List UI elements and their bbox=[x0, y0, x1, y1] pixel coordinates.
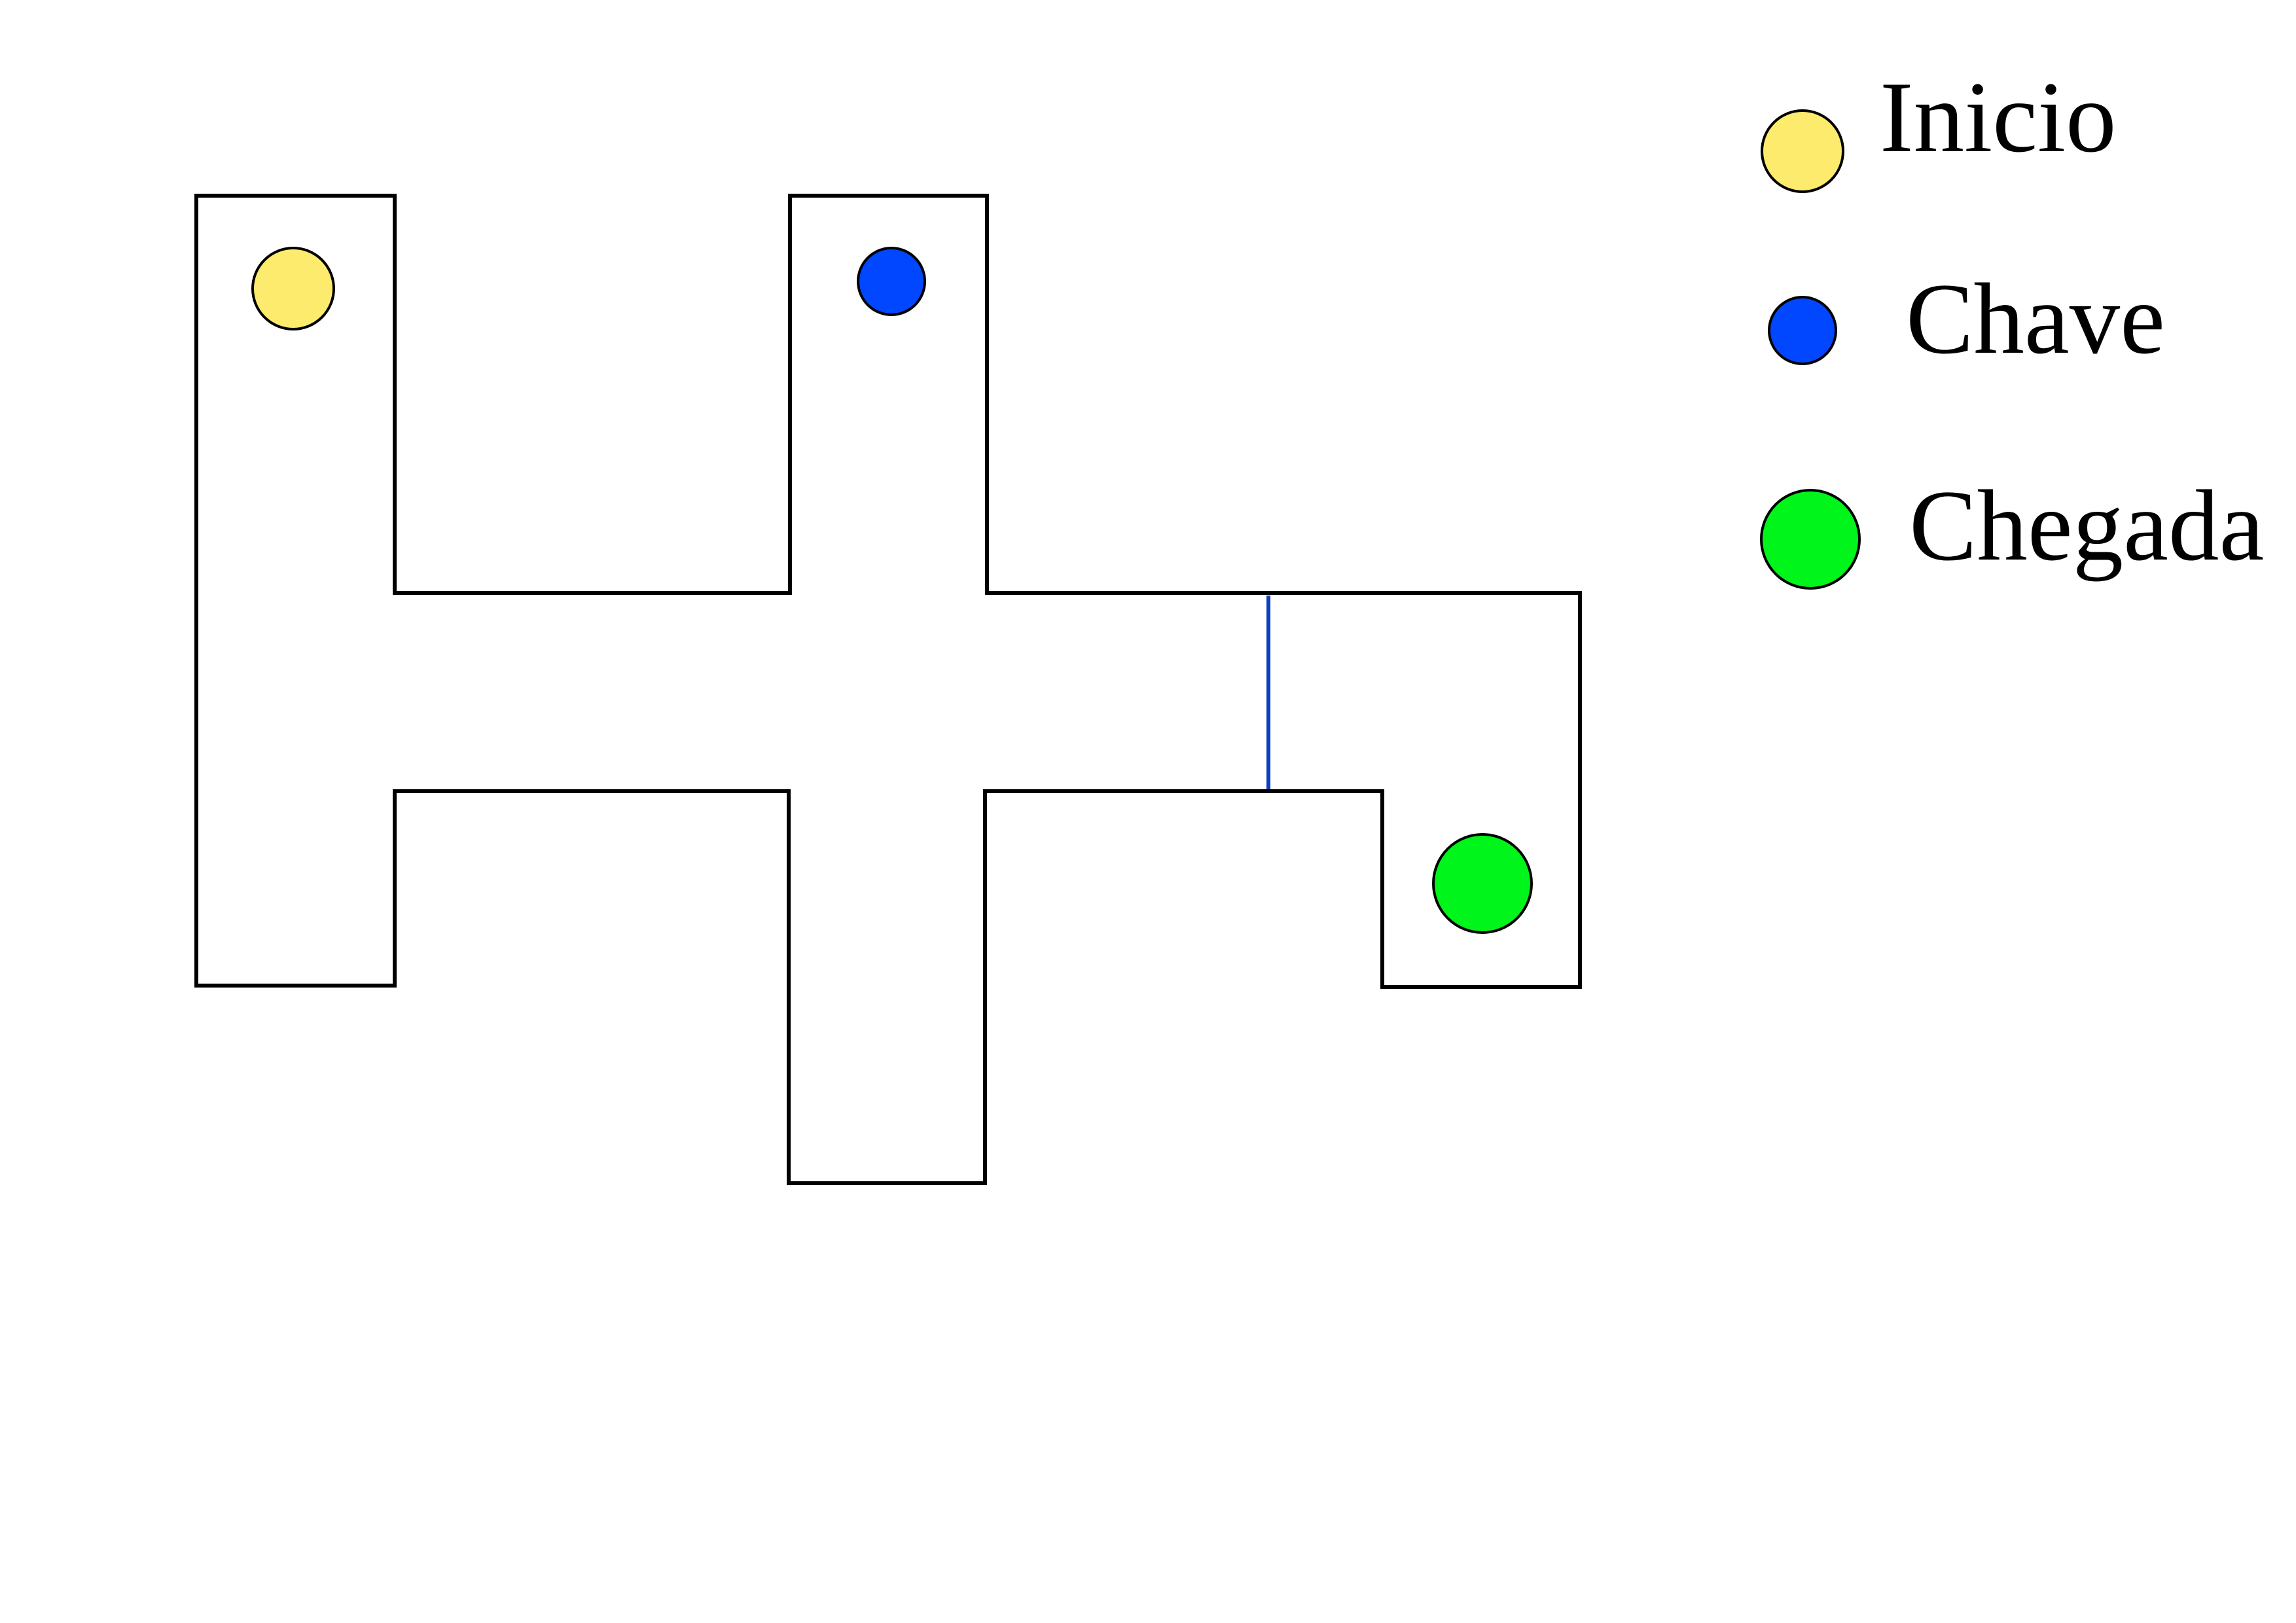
legend-key-label: Chave bbox=[1906, 262, 2165, 375]
legend: Inicio Chave Chegada bbox=[1760, 61, 2264, 590]
maze-outline bbox=[194, 194, 1582, 1185]
legend-item-key: Chave bbox=[1768, 262, 2165, 375]
legend-start-swatch bbox=[1761, 109, 1844, 193]
legend-item-start: Inicio bbox=[1761, 61, 2117, 193]
legend-key-swatch bbox=[1768, 296, 1837, 365]
finish-marker bbox=[1432, 833, 1533, 934]
legend-item-finish: Chegada bbox=[1760, 469, 2264, 590]
legend-finish-label: Chegada bbox=[1909, 469, 2264, 582]
key-marker bbox=[857, 247, 926, 316]
legend-finish-swatch bbox=[1760, 489, 1861, 590]
legend-start-label: Inicio bbox=[1880, 61, 2117, 173]
start-marker bbox=[251, 247, 335, 330]
